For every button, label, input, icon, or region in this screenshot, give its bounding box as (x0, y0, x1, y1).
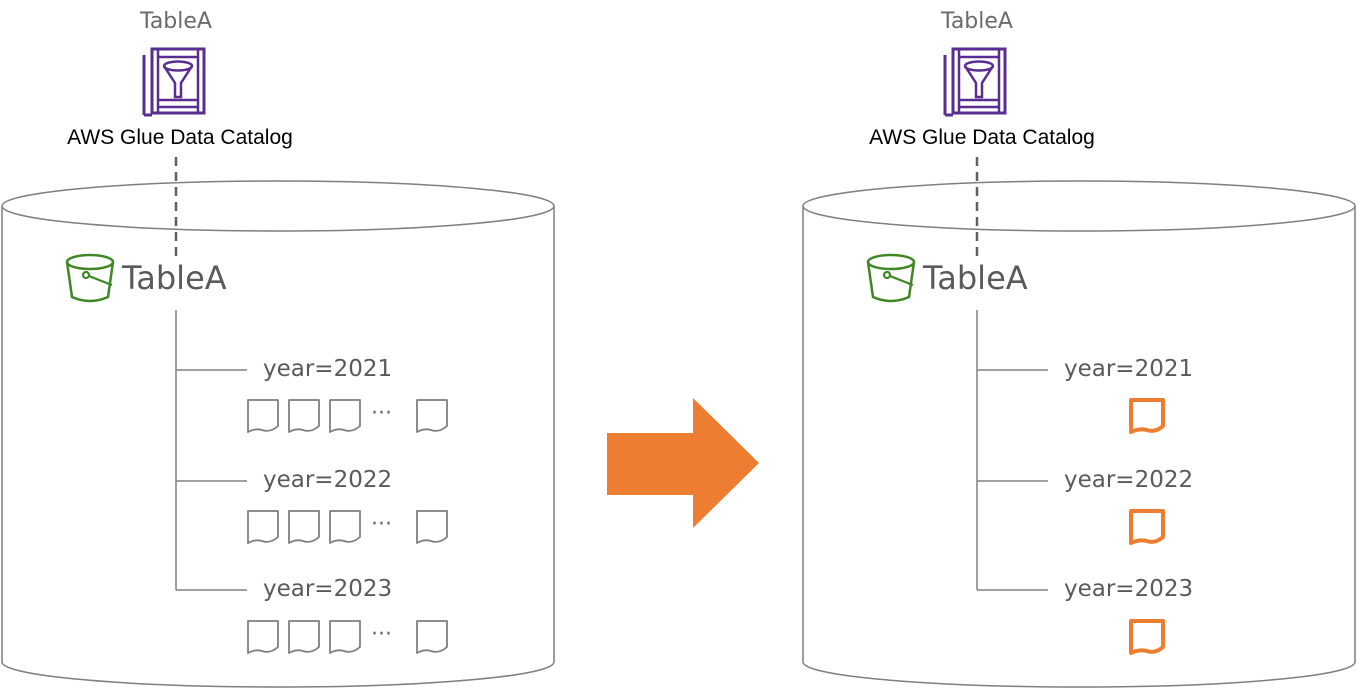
catalog-name-label: AWS Glue Data Catalog (67, 126, 293, 149)
catalog-table-label: TableA (940, 9, 1013, 34)
s3-storage-cylinder (1, 180, 555, 688)
partition-label-2022: year=2022 (263, 467, 392, 493)
partition-label-2022: year=2022 (1064, 467, 1193, 493)
before-panel: TableA AWS Glue Data Catalog TableA year… (1, 9, 555, 688)
s3-storage-cylinder (802, 180, 1356, 688)
ellipsis: ··· (371, 401, 392, 426)
partition-label-2021: year=2021 (263, 356, 392, 382)
bucket-name-label: TableA (922, 259, 1028, 297)
ellipsis: ··· (371, 622, 392, 647)
ellipsis: ··· (371, 512, 392, 537)
partition-files-2021: ··· (247, 399, 448, 433)
right-arrow-icon (607, 398, 759, 528)
partition-label-2021: year=2021 (1064, 356, 1193, 382)
bucket-name-label: TableA (121, 259, 227, 297)
catalog-table-label: TableA (139, 9, 212, 34)
catalog-name-label: AWS Glue Data Catalog (869, 126, 1095, 149)
partition-tree (175, 310, 247, 591)
partition-tree (976, 310, 1048, 591)
partition-label-2023: year=2023 (1064, 576, 1193, 602)
glue-data-catalog-icon (142, 47, 206, 117)
after-panel: TableA AWS Glue Data Catalog TableA year… (802, 9, 1356, 688)
partition-files-2022: ··· (247, 510, 448, 544)
partition-label-2023: year=2023 (263, 576, 392, 602)
glue-data-catalog-icon (943, 47, 1007, 117)
partition-files-2023: ··· (247, 620, 448, 654)
